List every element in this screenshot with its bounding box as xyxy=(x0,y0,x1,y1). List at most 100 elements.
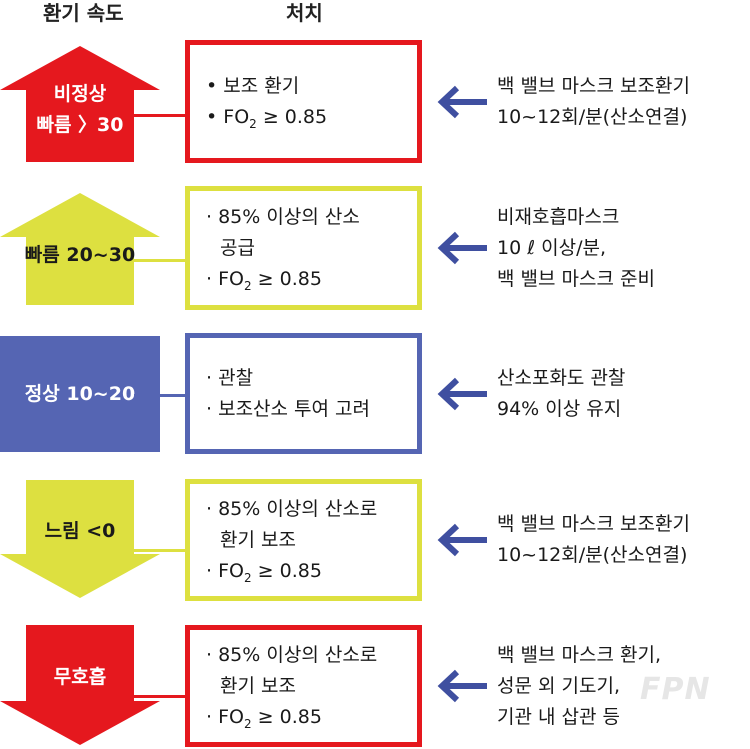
speed-label: 느림 <0 xyxy=(0,516,160,547)
bullet-mark: · xyxy=(206,559,213,582)
treatment-text: 환기 보조 xyxy=(220,674,296,697)
speed-shape-graphic xyxy=(0,336,160,452)
treatment-line: • FO2 ≥ 0.85 xyxy=(206,102,417,140)
speed-label-line: 정상 10~20 xyxy=(24,382,136,405)
speed-label-line: 빠름 20~30 xyxy=(24,243,136,266)
subscript: 2 xyxy=(243,716,252,731)
bullet-mark: · xyxy=(206,205,213,228)
connector-line xyxy=(134,394,186,397)
treatment-line: · 관찰 xyxy=(206,363,417,394)
equipment-note-line: 10 ℓ 이상/분, xyxy=(497,236,606,259)
treatment-text: FO xyxy=(218,705,244,728)
speed-shape-fill xyxy=(0,336,160,452)
speed-label-line: 무호흡 xyxy=(53,665,107,688)
subscript: 2 xyxy=(249,116,257,131)
speed-label-line: 비정상 xyxy=(53,83,107,105)
equipment-note-line: 비재호흡마스크 xyxy=(497,205,620,228)
speed-shape-graphic xyxy=(0,193,160,305)
treatment-line: · FO2 ≥ 0.85 xyxy=(206,702,417,740)
bullet-mark: · xyxy=(206,366,213,389)
subscript: 2 xyxy=(243,278,252,293)
treatment-line: · 85% 이상의 산소 xyxy=(206,202,417,233)
speed-shape-fill xyxy=(0,480,160,598)
header-ventilation-speed: 환기 속도 xyxy=(43,1,124,25)
speed-shape-square: 정상 10~20 xyxy=(0,336,160,452)
speed-label: 무호흡 xyxy=(0,662,160,693)
treatment-text: 보조산소 투여 고려 xyxy=(218,397,371,420)
treatment-line: 공급 xyxy=(206,233,417,264)
equipment-note: 백 밸브 마스크 보조환기 10~12회/분(산소연결) xyxy=(497,71,690,133)
bullet-mark: • xyxy=(206,74,218,97)
treatment-line: • 보조 환기 xyxy=(206,71,417,102)
equipment-note-line: 10~12회/분(산소연결) xyxy=(497,105,688,128)
speed-shape-fill xyxy=(0,46,160,162)
speed-shape-graphic xyxy=(0,46,160,162)
treatment-text-suffix: ≥ 0.85 xyxy=(256,105,328,128)
treatment-box: · 관찰· 보조산소 투여 고려 xyxy=(185,333,422,454)
treatment-text: FO xyxy=(218,267,244,290)
treatment-text: 보조 환기 xyxy=(223,74,300,97)
speed-label-line: 느림 <0 xyxy=(44,519,116,542)
treatment-text: 85% 이상의 산소로 xyxy=(218,497,378,520)
equipment-note: 비재호흡마스크 10 ℓ 이상/분, 백 밸브 마스크 준비 xyxy=(497,202,655,295)
connector-line xyxy=(134,114,186,117)
treatment-line: · 85% 이상의 산소로 xyxy=(206,494,417,525)
equipment-note: 산소포화도 관찰 94% 이상 유지 xyxy=(497,363,625,425)
equipment-note-line: 백 밸브 마스크 보조환기 xyxy=(497,513,690,535)
equipment-note-line: 94% 이상 유지 xyxy=(497,397,622,420)
treatment-text: FO xyxy=(218,559,244,582)
speed-shape-arrow-up: 빠름 20~30 xyxy=(0,193,160,305)
equipment-note-line: 기관 내 삽관 등 xyxy=(497,705,620,728)
treatment-text: FO xyxy=(223,105,250,128)
treatment-box: • 보조 환기• FO2 ≥ 0.85 xyxy=(185,40,422,163)
bullet-mark: · xyxy=(206,397,213,420)
subscript: 2 xyxy=(243,570,252,585)
treatment-line: · 85% 이상의 산소로 xyxy=(206,640,417,671)
left-arrow-icon xyxy=(437,377,487,410)
connector-line xyxy=(134,695,186,698)
bullet-mark: · xyxy=(206,643,213,666)
speed-label: 빠름 20~30 xyxy=(0,240,160,271)
speed-label-line: 빠름 〉30 xyxy=(36,114,124,136)
bullet-mark: · xyxy=(206,267,213,290)
treatment-text: 관찰 xyxy=(218,366,254,389)
left-arrow-icon xyxy=(437,669,487,703)
treatment-line: · 보조산소 투여 고려 xyxy=(206,394,417,425)
connector-line xyxy=(134,549,186,552)
equipment-note-line: 성문 외 기도기, xyxy=(497,674,620,697)
treatment-line: 환기 보조 xyxy=(206,671,417,702)
equipment-note-line: 백 밸브 마스크 준비 xyxy=(497,267,655,290)
speed-shape-arrow-down: 느림 <0 xyxy=(0,480,160,598)
bullet-mark: · xyxy=(206,497,213,520)
treatment-text: 환기 보조 xyxy=(220,528,296,551)
treatment-text: 85% 이상의 산소 xyxy=(218,205,360,228)
bullet-mark: • xyxy=(206,105,218,128)
treatment-text: 공급 xyxy=(220,236,255,259)
treatment-line: · FO2 ≥ 0.85 xyxy=(206,264,417,302)
left-arrow-icon xyxy=(437,231,487,265)
equipment-note: 백 밸브 마스크 환기, 성문 외 기도기, 기관 내 삽관 등 xyxy=(497,640,661,733)
speed-shape-graphic xyxy=(0,625,160,745)
left-arrow-icon xyxy=(437,523,487,557)
equipment-note-line: 백 밸브 마스크 보조환기 xyxy=(497,74,690,97)
treatment-text: 85% 이상의 산소로 xyxy=(218,643,378,666)
speed-label: 정상 10~20 xyxy=(0,379,160,410)
treatment-text-suffix: ≥ 0.85 xyxy=(251,705,322,728)
equipment-note-line: 백 밸브 마스크 환기, xyxy=(497,643,661,666)
bullet-mark: · xyxy=(206,705,213,728)
header-treatment: 처치 xyxy=(286,1,323,25)
connector-line xyxy=(134,259,186,262)
treatment-text-suffix: ≥ 0.85 xyxy=(251,267,322,290)
speed-shape-arrow-down: 무호흡 xyxy=(0,625,160,745)
speed-shape-fill xyxy=(0,193,160,305)
equipment-note-line: 산소포화도 관찰 xyxy=(497,366,626,389)
watermark-logo: FPN xyxy=(640,672,711,707)
speed-shape-fill xyxy=(0,625,160,745)
speed-shape-graphic xyxy=(0,480,160,598)
treatment-line: 환기 보조 xyxy=(206,525,417,556)
